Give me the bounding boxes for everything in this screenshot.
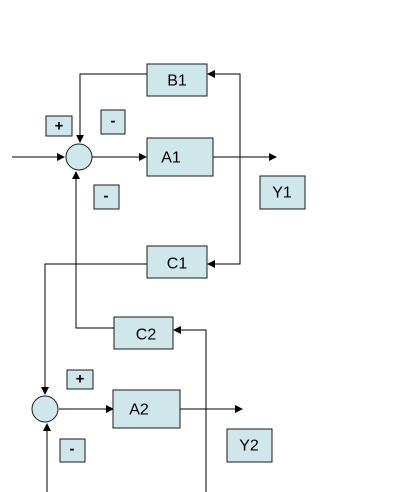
block-a1-label: A1 xyxy=(161,150,181,167)
sign-sum2-plus: + xyxy=(66,369,94,390)
sign-sum1-minus-top: - xyxy=(100,109,126,135)
bottom-to-c2-feedback xyxy=(173,326,207,492)
output-y2: Y2 xyxy=(226,428,273,463)
block-a2: A2 xyxy=(112,389,181,429)
sign-sum1-minus-bottom: - xyxy=(93,184,120,210)
connection-lines xyxy=(12,70,277,492)
block-b1-label: B1 xyxy=(167,73,187,90)
sign-sum1-plus: + xyxy=(45,115,73,137)
output-y1-label: Y1 xyxy=(272,185,292,202)
block-b1: B1 xyxy=(146,63,208,97)
sign-sum1-plus-label: + xyxy=(55,118,64,135)
c1-to-sum2-feedback xyxy=(41,263,147,395)
sign-sum2-plus-label: + xyxy=(76,371,85,388)
block-c2: C2 xyxy=(113,316,174,350)
block-c1: C1 xyxy=(146,245,208,279)
sign-sum2-minus-label: - xyxy=(70,441,75,458)
summing-junction-1 xyxy=(65,143,93,171)
block-c2-label: C2 xyxy=(136,327,157,344)
output-y2-label: Y2 xyxy=(239,438,259,455)
summing-junction-2 xyxy=(31,395,59,423)
a1-to-b1-feedback xyxy=(207,70,241,157)
sign-sum1-minus-bottom-label: - xyxy=(104,188,109,205)
a1-to-c1-feedback xyxy=(207,157,241,268)
block-c1-label: C1 xyxy=(167,256,188,273)
b1-to-sum1-feedback xyxy=(76,73,147,143)
sign-sum1-minus-top-label: - xyxy=(111,113,116,130)
block-a1: A1 xyxy=(146,137,214,177)
block-a2-label: A2 xyxy=(129,402,149,419)
output-y1: Y1 xyxy=(259,175,306,210)
c2-to-sum1-feedback xyxy=(72,171,114,329)
sign-sum2-minus: - xyxy=(59,438,86,463)
